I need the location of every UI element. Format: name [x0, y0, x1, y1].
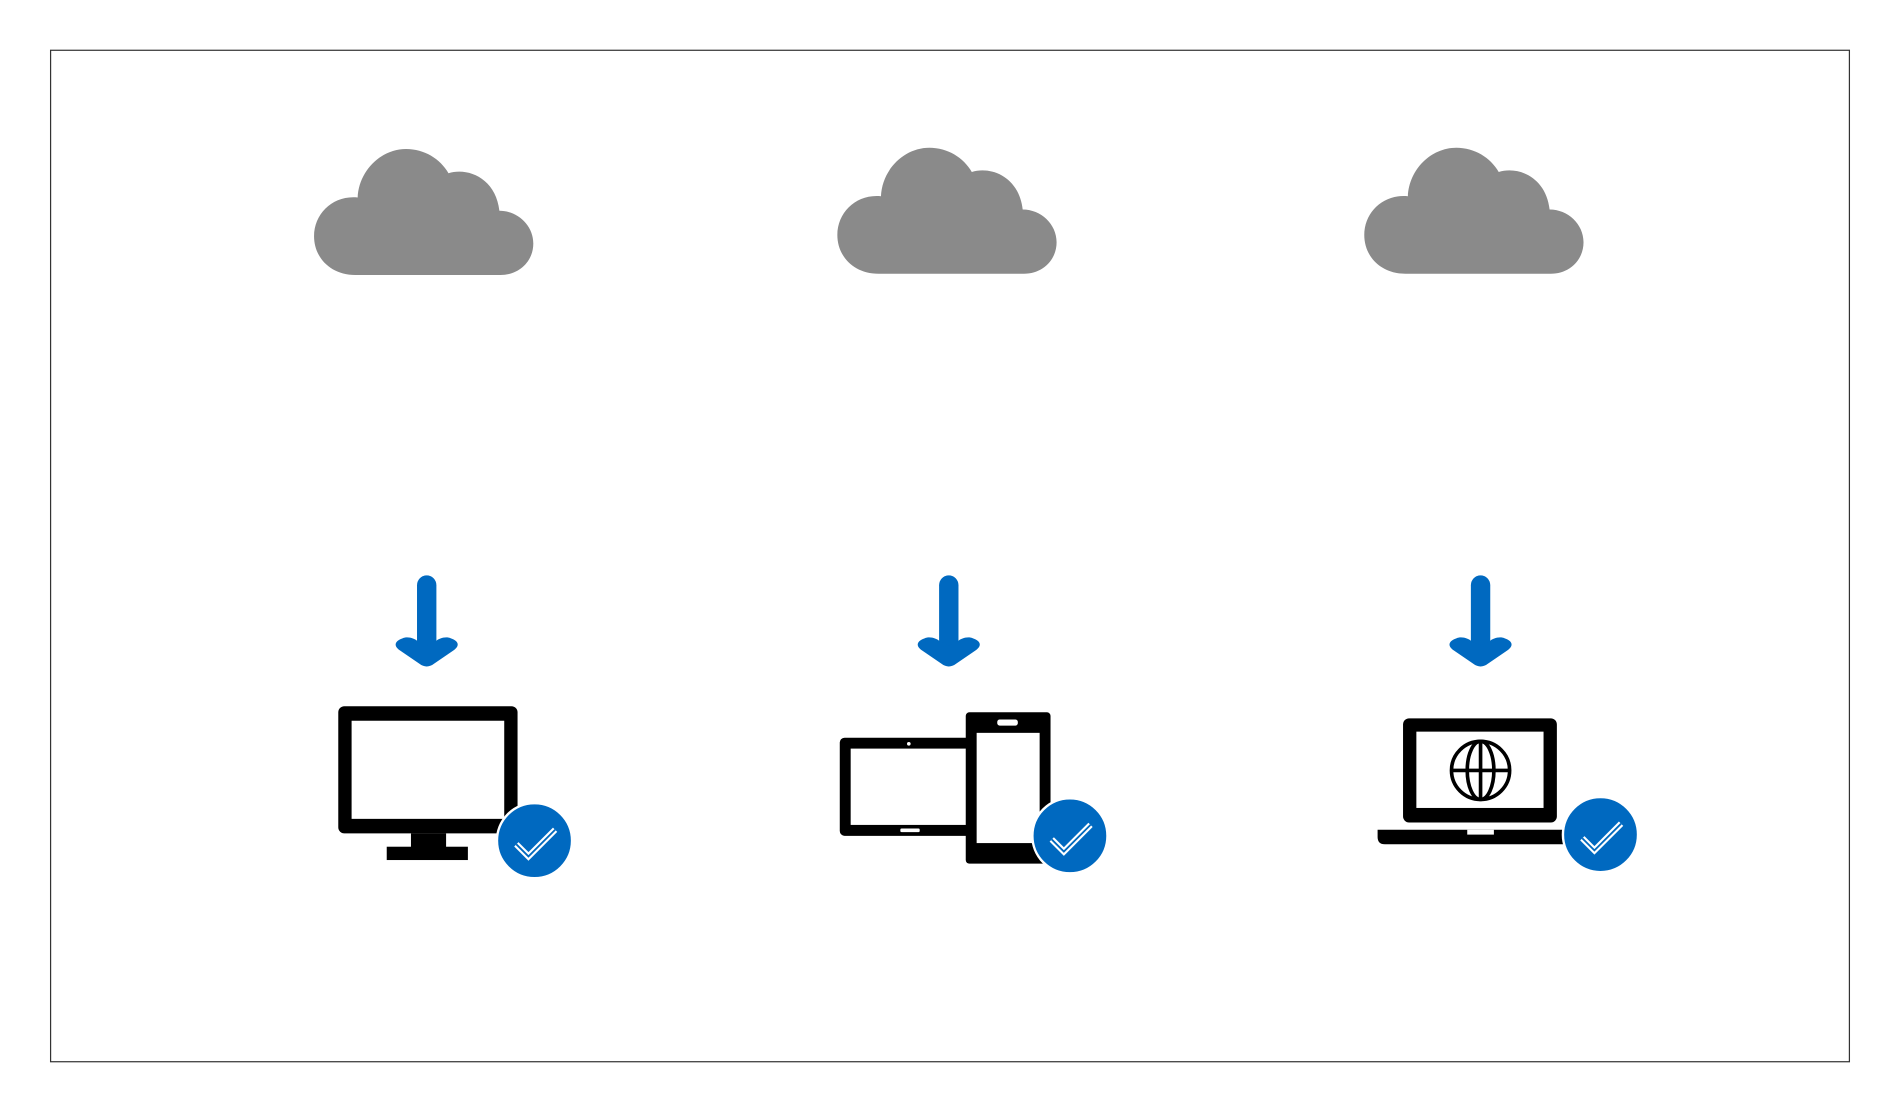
checkmark-badge-icon — [1032, 798, 1107, 873]
checkmark-badge-icon — [497, 803, 572, 878]
desktop-monitor-icon — [338, 706, 518, 861]
cloud-icon — [837, 147, 1057, 274]
tablet-and-phone-icon — [839, 712, 1051, 864]
cloud-icon — [314, 148, 534, 275]
checkmark-badge-icon — [1563, 797, 1638, 872]
arrow-down-icon — [395, 575, 458, 667]
laptop-web-icon — [1377, 718, 1582, 845]
cloud-icon — [1364, 147, 1584, 274]
arrow-down-icon — [1449, 575, 1512, 667]
frame-border — [49, 49, 1851, 1063]
globe-icon — [1449, 739, 1512, 802]
arrow-down-icon — [917, 575, 980, 667]
